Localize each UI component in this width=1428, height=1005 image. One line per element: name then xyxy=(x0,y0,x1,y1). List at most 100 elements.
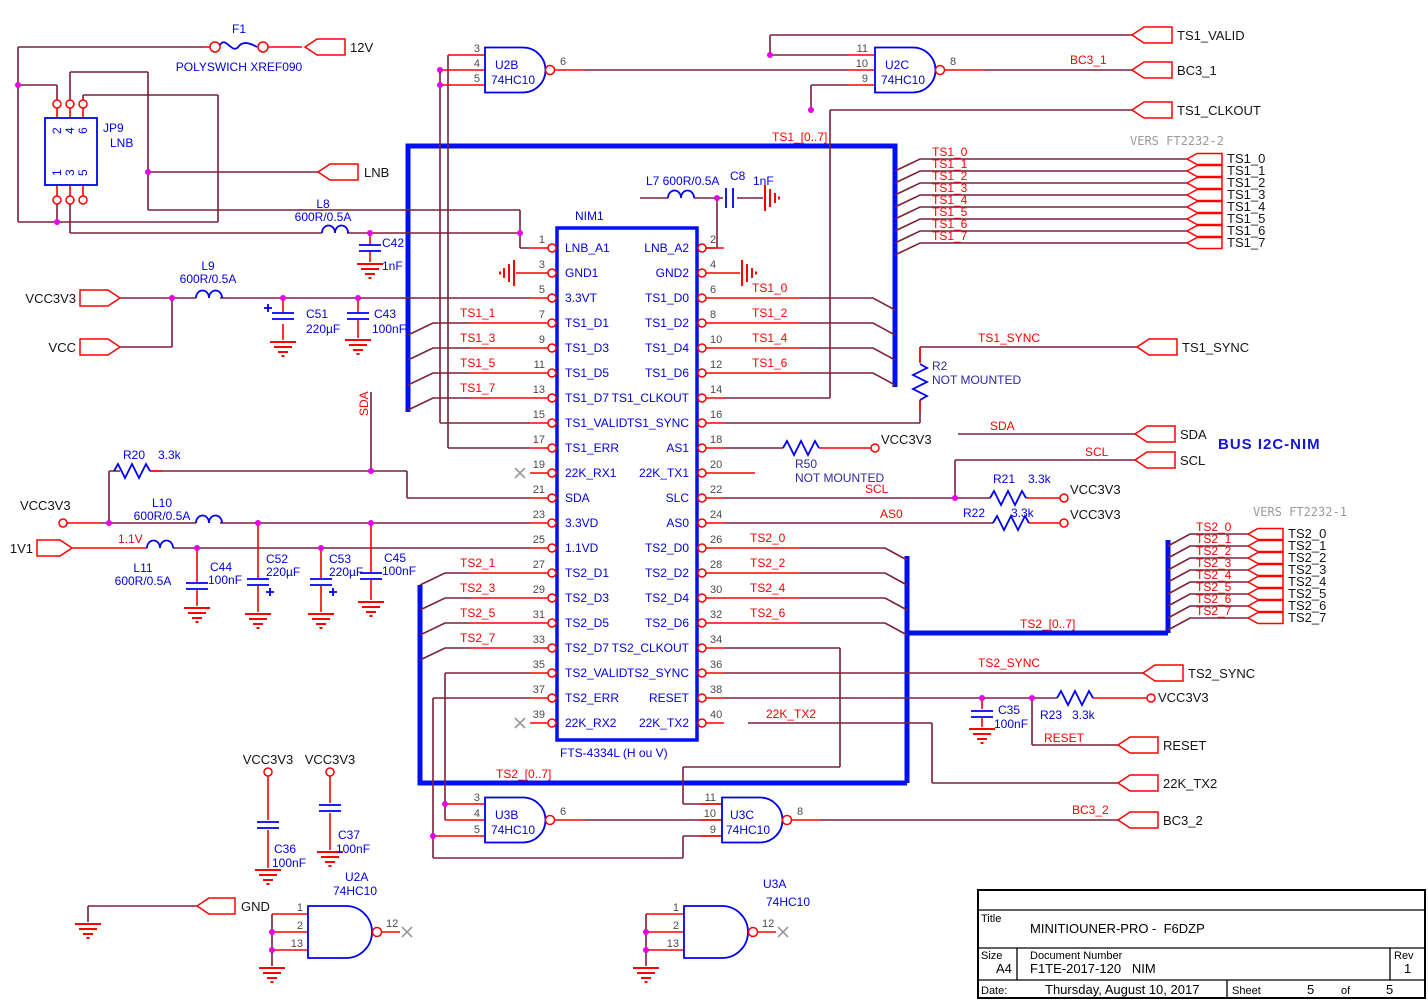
net-label-scl-pin: SCL xyxy=(865,482,889,496)
ic-pin: 33 TS2_D7 xyxy=(530,634,609,655)
part-value: 600R/0.5A xyxy=(115,574,172,588)
pin-number: 5 xyxy=(474,73,480,85)
ts1-stack-row: TS1_4 TS1_4 xyxy=(894,193,1265,220)
pin-number: 27 xyxy=(533,559,545,571)
resistor-r23: R23 3.3k xyxy=(1040,690,1096,722)
cap-c53: C53 220µF xyxy=(307,552,363,629)
net-label-22k-tx2: 22K_TX2 xyxy=(766,707,816,721)
ic-pin: 7 TS1_D1 xyxy=(530,309,609,330)
ic-pin: 31 TS2_D5 xyxy=(530,609,609,630)
connector-1v1: 1V1 xyxy=(10,539,74,557)
pin-number: 4 xyxy=(474,58,480,70)
net-label: TS1_1 xyxy=(932,157,968,171)
pin-number: 5 xyxy=(76,169,90,176)
ic-pin: 11 TS1_D5 xyxy=(530,359,609,380)
title-block: Title MINITIOUNER-PRO - F6DZP Size A4 Do… xyxy=(977,889,1426,999)
connector-label: VCC3V3 xyxy=(25,291,76,306)
cap-c51: C51 220µF xyxy=(263,303,340,357)
ts2-bus xyxy=(417,540,1171,786)
ic-pin: 37 TS2_ERR xyxy=(530,684,619,705)
part-value: 100nF xyxy=(208,573,242,587)
pin-number: 1 xyxy=(539,234,545,246)
ic-pin: 2 LNB_A2 xyxy=(644,234,724,255)
net-stub: TS1_5 xyxy=(407,356,530,386)
cap-c45: C45 100nF xyxy=(357,551,416,617)
connector-label: TS1_4 xyxy=(1227,199,1265,214)
net-label: TS1_5 xyxy=(932,205,968,219)
pin-number: 35 xyxy=(533,659,545,671)
supply-label: VCC3V3 xyxy=(881,432,932,447)
net-label: TS2_0 xyxy=(750,531,786,545)
part-value: 100nF xyxy=(994,717,1028,731)
pin-number: 38 xyxy=(710,684,722,696)
part-value: 600R/0.5A xyxy=(180,272,237,286)
net-stub: TS1_4 xyxy=(724,331,896,361)
net-label: TS2_2 xyxy=(750,556,786,570)
ic-pin: 17 TS1_ERR xyxy=(530,434,619,455)
part-ref: L10 xyxy=(152,496,172,510)
net-label: TS2_6 xyxy=(1196,592,1232,606)
part-value: LNB xyxy=(110,136,133,150)
ic-pin: 12 TS1_D6 xyxy=(645,359,724,380)
fuse-f1: F1 POLYSWICH XREF090 xyxy=(176,22,303,74)
net-label: TS1_3 xyxy=(932,181,968,195)
no-connect-icon xyxy=(514,717,526,729)
part-ref: JP9 xyxy=(103,121,124,135)
net-label: TS1_7 xyxy=(932,229,968,243)
ts2-stack-row: TS2_1 TS2_1 xyxy=(1167,532,1326,559)
connector-ts1-valid: TS1_VALID xyxy=(1130,26,1245,44)
net-label: TS1_4 xyxy=(752,331,788,345)
net-stub: TS2_1 xyxy=(419,556,530,586)
connector-label: TS2_6 xyxy=(1288,598,1326,613)
pin-name: 22K_RX1 xyxy=(565,466,617,480)
connector-label: 22K_TX2 xyxy=(1163,776,1217,791)
pin-name: TS1_D2 xyxy=(645,316,689,330)
pin-number: 2 xyxy=(710,234,716,246)
net-stub: TS2_4 xyxy=(724,581,908,611)
connector-label: SDA xyxy=(1180,427,1207,442)
pin-name: TS1_D7 xyxy=(565,391,609,405)
pin-name: LNB_A2 xyxy=(644,241,689,255)
pin-number: 17 xyxy=(533,434,545,446)
connector-label: TS2_5 xyxy=(1288,586,1326,601)
part-value: POLYSWICH XREF090 xyxy=(176,60,303,74)
ic-pin: 39 22K_RX2 xyxy=(530,709,617,730)
ts2-stack-row: TS2_2 TS2_2 xyxy=(1167,544,1326,571)
pin-name: TS2_D7 xyxy=(565,641,609,655)
ts1-stack-row: TS1_6 TS1_6 xyxy=(894,217,1265,244)
pin-number: 1 xyxy=(673,902,679,914)
pin-name: TS1_D4 xyxy=(645,341,689,355)
net-label: TS2_0 xyxy=(1196,520,1232,534)
pin-name: TS2_D1 xyxy=(565,566,609,580)
part-ref: C8 xyxy=(730,169,746,183)
pin-name: TS2_CLKOUT xyxy=(612,641,690,655)
ic-pin: 35 TS2_VALID xyxy=(530,659,628,680)
pin-number: 28 xyxy=(710,559,722,571)
net-stub: TS2_6 xyxy=(724,606,908,636)
net-stub: TS1_1 xyxy=(407,306,530,336)
ic-pin: 13 TS1_D7 xyxy=(530,384,609,405)
pin-name: TS1_D0 xyxy=(645,291,689,305)
part-value: 100nF xyxy=(372,322,406,336)
jp9-header: 2 4 6 1 3 5 JP9 LNB xyxy=(44,99,133,205)
connector-label: 12V xyxy=(350,40,373,55)
net-label-reset: RESET xyxy=(1044,731,1085,745)
part-value: 220µF xyxy=(266,565,300,579)
pin-name: 22K_RX2 xyxy=(565,716,617,730)
net-label: TS1_6 xyxy=(932,217,968,231)
ic-pin: 26 TS2_D0 xyxy=(645,534,724,555)
ts1-stack-row: TS1_2 TS1_2 xyxy=(894,169,1265,196)
part-value: 3.3k xyxy=(1028,472,1052,486)
rev-label: Rev xyxy=(1394,950,1414,962)
pin-number: 6 xyxy=(560,56,566,68)
pin-name: TS1_D1 xyxy=(565,316,609,330)
gate-ref: U3B xyxy=(495,808,518,822)
pin-number: 7 xyxy=(539,309,545,321)
pin-name: TS2_D4 xyxy=(645,591,689,605)
size-value: A4 xyxy=(996,961,1012,976)
gate-ref: U2C xyxy=(885,58,909,72)
connector-label: TS1_SYNC xyxy=(1182,340,1249,355)
pin-number: 8 xyxy=(797,806,803,818)
ts2-stack-row: TS2_3 TS2_3 xyxy=(1167,556,1326,583)
